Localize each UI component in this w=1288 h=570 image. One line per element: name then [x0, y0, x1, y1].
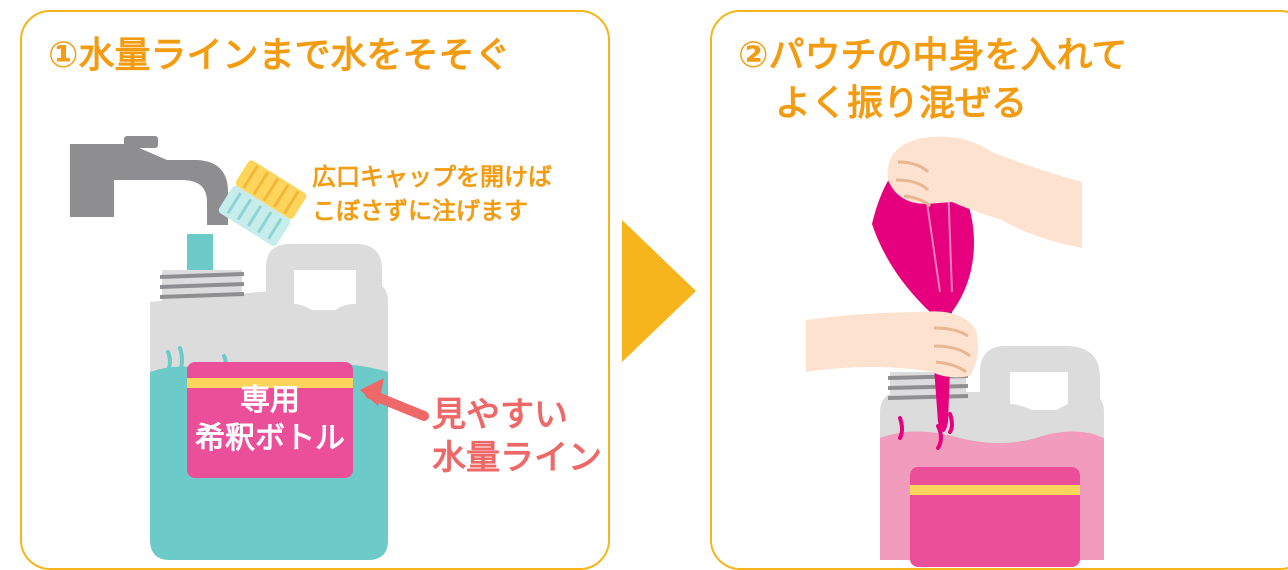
- step2-illustration: [806, 136, 1104, 567]
- arrow-right-icon: [622, 220, 696, 362]
- cap-icon: [218, 160, 307, 246]
- cap-note-line2: こぼさずに注げます: [312, 197, 528, 225]
- step1-panel: ①水量ラインまで水をそそぐ: [20, 10, 610, 570]
- waterline-note-line1: 見やすい: [432, 395, 568, 435]
- step2-panel: ②パウチの中身を入れて よく振り混ぜる: [710, 10, 1288, 570]
- pointer-arrow-icon: [360, 378, 429, 421]
- step2-title-line2: よく振り混ぜる: [775, 83, 1028, 124]
- bottle-label-line1: 専用: [240, 383, 300, 418]
- waterline-note: 見やすい 水量ライン: [432, 394, 602, 480]
- cap-note: 広口キャップを開けば こぼさずに注げます: [312, 160, 552, 228]
- hand-icon: [806, 311, 978, 378]
- step1-illustration: [70, 136, 429, 560]
- step2-title-line1: ②パウチの中身を入れて: [738, 35, 1128, 76]
- waterline-note-line2: 水量ライン: [432, 438, 602, 478]
- bottle-icon: [150, 244, 388, 560]
- bottle-label: 専用 希釈ボトル: [187, 362, 353, 478]
- step1-title: ①水量ラインまで水をそそぐ: [48, 35, 511, 76]
- hand-icon: [887, 136, 1082, 248]
- cap-note-line1: 広口キャップを開けば: [312, 163, 552, 191]
- faucet-icon: [70, 136, 228, 225]
- bottle-label-line2: 希釈ボトル: [195, 421, 345, 456]
- bottle-icon: [880, 346, 1104, 567]
